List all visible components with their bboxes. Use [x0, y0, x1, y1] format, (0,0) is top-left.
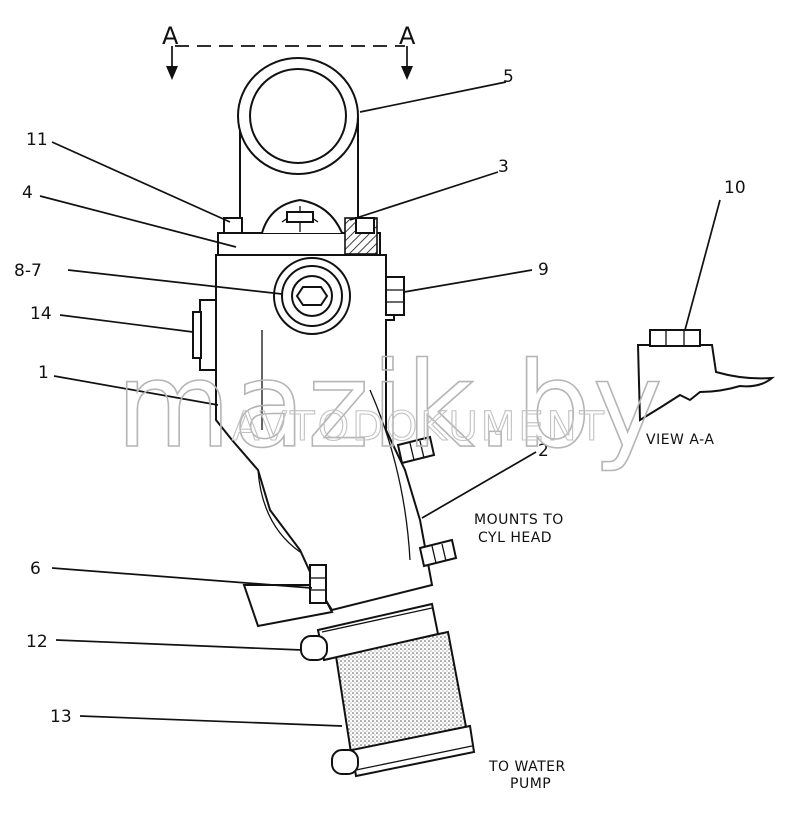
small-fitting [309, 564, 327, 604]
leader-10 [684, 199, 721, 331]
leader-5 [359, 81, 507, 113]
arrow-down-icon [401, 66, 413, 80]
callout-9: 9 [538, 260, 549, 280]
leader-1 [53, 375, 219, 406]
drain-plug [273, 257, 351, 335]
leader-11 [51, 141, 231, 223]
hose-clamps [300, 602, 476, 778]
leader-14 [59, 314, 194, 333]
callout-4: 4 [22, 183, 33, 203]
note-pump-line1: TO WATER [488, 759, 566, 775]
leader-2 [421, 451, 537, 519]
callouts: 5 11 3 4 10 8-7 9 14 1 2 6 12 13 [14, 67, 746, 727]
callout-6: 6 [30, 559, 41, 579]
watermark: mazik.by AVTODOKUMENT [115, 335, 665, 475]
leader-3 [349, 171, 499, 221]
callout-3: 3 [498, 157, 509, 177]
callout-14: 14 [30, 304, 52, 324]
note-view-a-a: VIEW A-A [646, 432, 714, 448]
note-pump-line2: PUMP [510, 776, 551, 792]
watermark-inner: AVTODOKUMENT [232, 404, 607, 450]
thermostat [261, 198, 343, 234]
callout-13: 13 [50, 707, 72, 727]
callout-11: 11 [26, 130, 48, 150]
callout-1: 1 [38, 363, 49, 383]
leader-4 [39, 195, 237, 248]
section-line-a-a: A A [162, 22, 416, 80]
view-a-a-detail [636, 329, 776, 422]
section-mark-right: A [399, 22, 416, 50]
side-plug [385, 276, 405, 316]
note-mounts-line2: CYL HEAD [478, 530, 552, 546]
arrow-down-icon [166, 66, 178, 80]
callout-10: 10 [724, 178, 746, 198]
leader-8-7 [67, 269, 283, 295]
mounting-studs [396, 435, 458, 568]
leader-9 [403, 269, 533, 293]
leader-12 [55, 639, 303, 651]
notes: MOUNTS TO CYL HEAD VIEW A-A TO WATER PUM… [474, 432, 714, 792]
callout-8-7: 8-7 [14, 261, 42, 281]
main-housing [192, 254, 434, 628]
callout-2: 2 [538, 441, 549, 461]
leader-6 [51, 567, 313, 589]
watermark-main: mazik.by [116, 336, 665, 474]
callout-5: 5 [503, 67, 514, 87]
leader-13 [79, 715, 343, 727]
section-mark-left: A [162, 22, 179, 50]
outlet-pipe [237, 57, 359, 225]
leader-lines [39, 81, 721, 727]
callout-12: 12 [26, 632, 48, 652]
note-mounts-line1: MOUNTS TO [474, 512, 564, 528]
